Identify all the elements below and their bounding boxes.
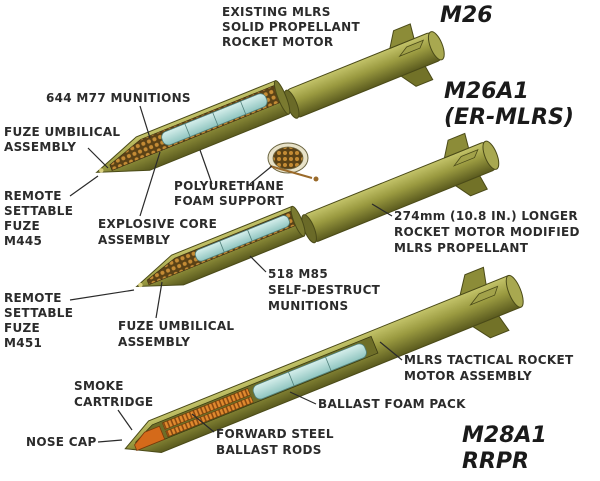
label-nose-cap: NOSE CAP xyxy=(26,435,123,449)
svg-text:NOSE CAP: NOSE CAP xyxy=(26,435,97,449)
svg-text:POLYURETHANE: POLYURETHANE xyxy=(174,179,284,193)
svg-text:MLRS TACTICAL ROCKET: MLRS TACTICAL ROCKET xyxy=(404,353,574,367)
svg-text:ASSEMBLY: ASSEMBLY xyxy=(4,140,76,154)
label-tactical-motor: MLRS TACTICAL ROCKET MOTOR ASSEMBLY xyxy=(379,341,574,383)
m26-warhead xyxy=(95,80,291,173)
label-ballast-foam: BALLAST FOAM PACK xyxy=(289,391,466,411)
title-m26a1: M26A1 xyxy=(444,79,529,104)
svg-text:SMOKE: SMOKE xyxy=(74,379,124,393)
m26-rocket-motor xyxy=(283,23,445,119)
svg-text:REMOTE: REMOTE xyxy=(4,189,62,203)
svg-text:518 M85: 518 M85 xyxy=(268,267,328,281)
label-fuze-umbilical-mid: FUZE UMBILICAL ASSEMBLY xyxy=(118,281,234,349)
label-smoke-cartridge: SMOKE CARTRIDGE xyxy=(74,379,153,431)
label-remote-fuze-m445: REMOTE SETTABLE FUZE M445 xyxy=(4,175,99,248)
label-existing-motor: EXISTING MLRS SOLID PROPELLANT ROCKET MO… xyxy=(222,5,360,49)
svg-text:SOLID PROPELLANT: SOLID PROPELLANT xyxy=(222,20,360,34)
label-remote-fuze-m451: REMOTE SETTABLE FUZE M451 xyxy=(4,289,135,350)
svg-text:SELF-DESTRUCT: SELF-DESTRUCT xyxy=(268,283,381,297)
label-steel-rods: FORWARD STEEL BALLAST RODS xyxy=(191,413,334,457)
svg-text:ROCKET MOTOR: ROCKET MOTOR xyxy=(222,35,333,49)
svg-text:EXPLOSIVE CORE: EXPLOSIVE CORE xyxy=(98,217,217,231)
svg-text:FUZE: FUZE xyxy=(4,321,40,335)
svg-text:BALLAST FOAM PACK: BALLAST FOAM PACK xyxy=(318,397,466,411)
svg-text:MUNITIONS: MUNITIONS xyxy=(268,299,348,313)
svg-text:REMOTE: REMOTE xyxy=(4,291,62,305)
m26a1-warhead xyxy=(135,205,306,288)
svg-text:SETTABLE: SETTABLE xyxy=(4,306,73,320)
svg-text:FORWARD STEEL: FORWARD STEEL xyxy=(216,427,334,441)
m26a1-rocket-motor xyxy=(301,132,500,244)
svg-text:BALLAST RODS: BALLAST RODS xyxy=(216,443,322,457)
label-polyurethane-foam: POLYURETHANE FOAM SUPPORT xyxy=(174,149,285,208)
label-longer-motor: 274mm (10.8 IN.) LONGER ROCKET MOTOR MOD… xyxy=(371,203,580,255)
label-fuze-umbilical-top: FUZE UMBILICAL ASSEMBLY xyxy=(4,125,120,169)
svg-text:EXISTING MLRS: EXISTING MLRS xyxy=(222,5,331,19)
svg-text:FUZE UMBILICAL: FUZE UMBILICAL xyxy=(4,125,120,139)
label-m77-munitions: 644 M77 MUNITIONS xyxy=(46,91,191,139)
svg-text:MLRS PROPELLANT: MLRS PROPELLANT xyxy=(394,241,529,255)
svg-text:644 M77 MUNITIONS: 644 M77 MUNITIONS xyxy=(46,91,191,105)
svg-text:SETTABLE: SETTABLE xyxy=(4,204,73,218)
svg-text:M451: M451 xyxy=(4,336,42,350)
title-rrpr: RRPR xyxy=(462,449,529,474)
svg-text:FUZE UMBILICAL: FUZE UMBILICAL xyxy=(118,319,234,333)
svg-text:ASSEMBLY: ASSEMBLY xyxy=(98,233,170,247)
svg-text:FOAM SUPPORT: FOAM SUPPORT xyxy=(174,194,285,208)
title-er-mlrs: (ER-MLRS) xyxy=(444,105,574,130)
svg-text:FUZE: FUZE xyxy=(4,219,40,233)
svg-text:ASSEMBLY: ASSEMBLY xyxy=(118,335,190,349)
title-m26: M26 xyxy=(440,3,493,28)
foam-support-disc xyxy=(267,142,319,182)
label-explosive-core: EXPLOSIVE CORE ASSEMBLY xyxy=(98,151,217,247)
svg-text:M445: M445 xyxy=(4,234,42,248)
label-m85-munitions: 518 M85 SELF-DESTRUCT MUNITIONS xyxy=(249,255,381,313)
svg-text:274mm (10.8 IN.) LONGER: 274mm (10.8 IN.) LONGER xyxy=(394,209,578,223)
m28a1-rocket xyxy=(124,266,524,453)
svg-text:MOTOR ASSEMBLY: MOTOR ASSEMBLY xyxy=(404,369,532,383)
svg-text:ROCKET MOTOR MODIFIED: ROCKET MOTOR MODIFIED xyxy=(394,225,580,239)
svg-text:CARTRIDGE: CARTRIDGE xyxy=(74,395,153,409)
title-m28a1: M28A1 xyxy=(462,423,547,448)
